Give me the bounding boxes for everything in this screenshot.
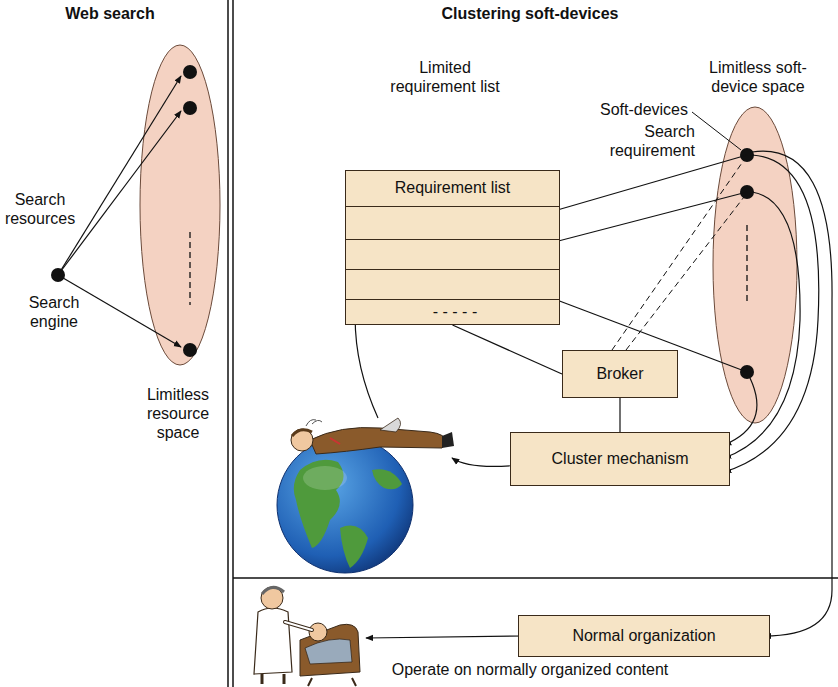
process-box: Cluster mechanism	[510, 432, 730, 486]
organization-arrow	[752, 151, 832, 636]
divider	[233, 577, 838, 579]
resource-dot	[183, 101, 197, 115]
connector	[619, 398, 620, 432]
resource-dot	[183, 343, 197, 357]
cluster-arrow	[724, 155, 819, 472]
search-arrow	[58, 111, 181, 275]
annotation-label: Limitless resource space	[128, 385, 228, 442]
section-heading: Clustering soft-devices	[375, 4, 685, 23]
box-label: Broker	[563, 364, 677, 383]
annotation-label: Operate on normally organized content	[300, 660, 760, 679]
annotation-label: Soft-devices	[560, 100, 688, 119]
cluster-arrow	[724, 192, 800, 458]
table-row-line	[346, 269, 559, 270]
annotation-label: Limited requirement list	[385, 58, 505, 96]
ellipsis-line	[189, 232, 190, 305]
doctor-illustration	[254, 587, 360, 686]
box-label: Cluster mechanism	[511, 449, 729, 468]
table-row-line	[346, 299, 559, 300]
search-arrow	[58, 76, 181, 275]
operate-arrow	[366, 636, 526, 638]
table-row-line	[346, 239, 559, 240]
annotation-label: Search engine	[4, 293, 104, 331]
table-row-line	[346, 206, 559, 207]
box-label: Normal organization	[519, 626, 769, 645]
resource-dot	[183, 65, 197, 79]
annotation-label: - - - - -	[400, 302, 510, 321]
broker-link	[612, 160, 744, 350]
divider	[232, 0, 234, 687]
process-box: Normal organization	[518, 615, 770, 657]
leader-line	[692, 112, 741, 150]
soft-device-space	[713, 107, 797, 423]
connector	[453, 325, 563, 374]
ellipsis-line	[746, 225, 747, 305]
user-figure	[291, 418, 454, 454]
process-box: Broker	[562, 350, 678, 398]
globe-illustration	[277, 437, 413, 573]
broker-link	[626, 197, 744, 350]
annotation-label: Search resources	[0, 190, 80, 228]
resource-space	[140, 45, 220, 365]
requirement-table: Requirement list	[345, 170, 560, 325]
section-heading: Web search	[15, 4, 205, 23]
divider	[227, 0, 229, 687]
box-label: Requirement list	[346, 178, 559, 197]
annotation-label: Limitless soft-device space	[688, 58, 828, 96]
annotation-label: Search requirement	[590, 122, 695, 160]
